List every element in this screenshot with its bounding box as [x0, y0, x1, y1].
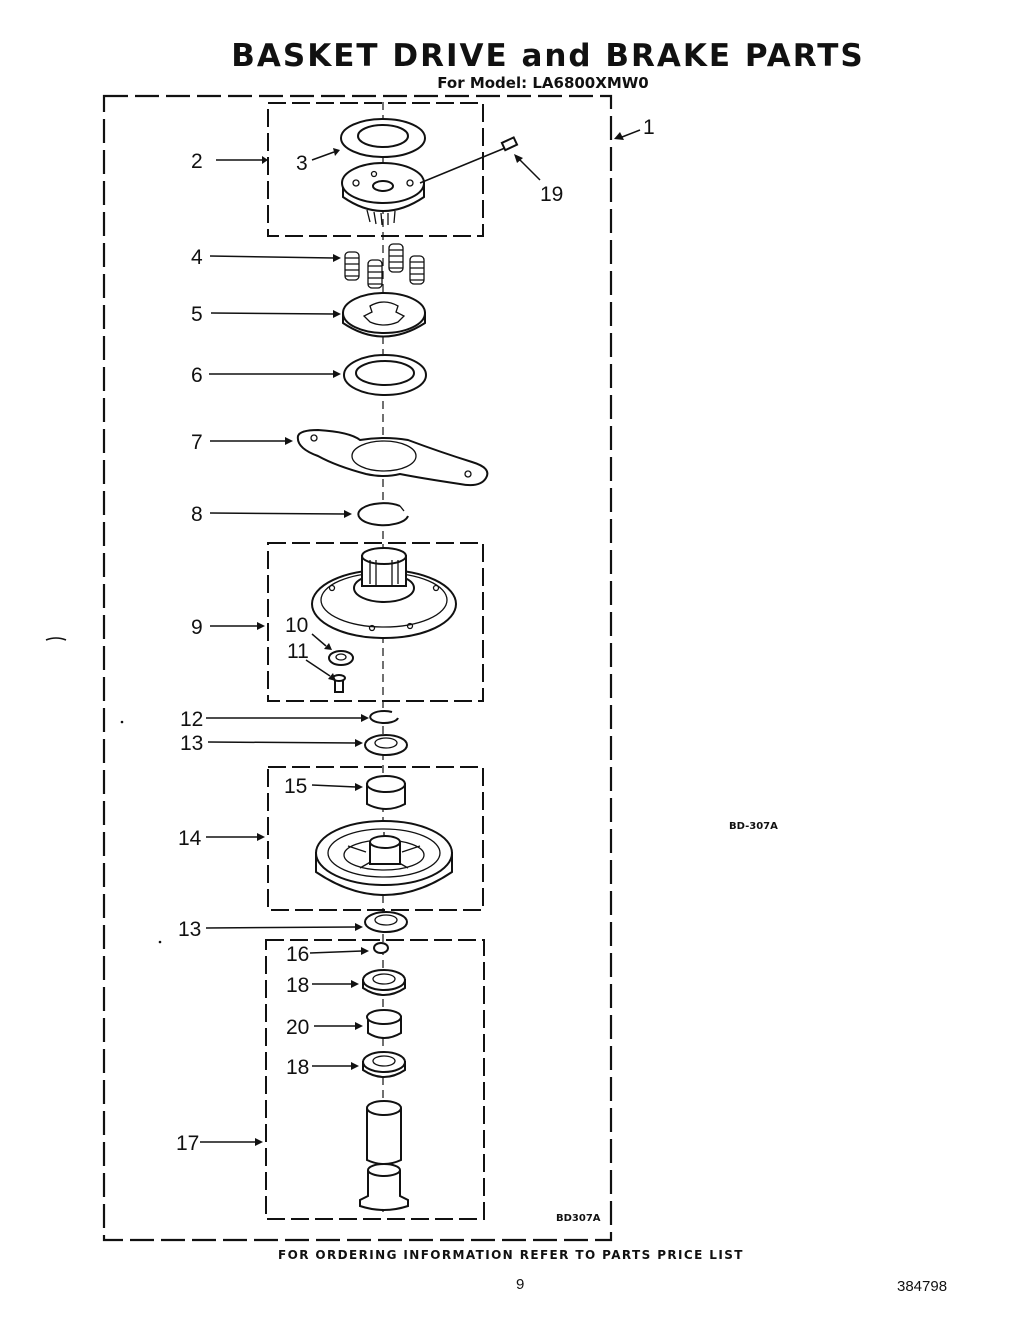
callout-labels: 1 2 3 4 5 6 7 8 9 10 11 12 13 14 15 13 1… [176, 116, 655, 1155]
group-box-14 [267, 766, 484, 911]
part-pulley [315, 820, 453, 896]
ordering-note: FOR ORDERING INFORMATION REFER TO PARTS … [278, 1248, 744, 1262]
part-brake-rotor-hub [341, 162, 425, 226]
callout-13-lower: 13 [178, 918, 201, 941]
callout-15: 15 [284, 775, 307, 798]
group-box-2 [267, 102, 484, 237]
part-bearing-lower [362, 1051, 406, 1078]
callout-14: 14 [178, 827, 202, 850]
callout-2: 2 [191, 150, 203, 173]
part-brake-bracket [296, 428, 489, 487]
part-pin [419, 136, 519, 184]
page-number: 9 [516, 1276, 525, 1293]
scan-mark [45, 637, 67, 641]
part-cam-plate [342, 292, 426, 338]
callout-3: 3 [296, 152, 308, 175]
callout-11: 11 [287, 640, 309, 663]
part-retaining-ring [369, 709, 399, 724]
callout-1: 1 [643, 116, 655, 139]
part-snap-ring [357, 502, 409, 527]
part-washer [340, 118, 426, 158]
box-code: BD307A [556, 1213, 601, 1224]
part-nut [328, 650, 354, 666]
callout-20: 20 [286, 1016, 309, 1039]
group-box-17 [265, 939, 485, 1220]
callout-16: 16 [286, 943, 309, 966]
part-bearing-upper [362, 969, 406, 996]
callout-12: 12 [180, 708, 203, 731]
callout-5: 5 [191, 303, 203, 326]
part-brake-drum [311, 547, 457, 639]
part-pulley-bushing [366, 775, 406, 810]
callout-6: 6 [191, 364, 203, 387]
group-box-9 [267, 542, 484, 702]
callout-8: 8 [191, 503, 203, 526]
part-brake-lining-ring [343, 354, 427, 396]
callout-7: 7 [191, 431, 203, 454]
part-thrust-washer [364, 734, 408, 756]
assembly-frame [102, 94, 613, 1242]
callout-18: 18 [286, 974, 309, 997]
callout-19: 19 [540, 183, 563, 206]
callout-4: 4 [191, 246, 203, 269]
part-thrust-washer-lower [364, 911, 408, 933]
callout-13: 13 [180, 732, 203, 755]
model-subtitle: For Model: LA6800XMW0 [437, 74, 649, 92]
leader-lines [200, 129, 641, 1146]
part-bolt [332, 674, 346, 693]
callout-18-lower: 18 [286, 1056, 309, 1079]
side-code: BD-307A [729, 821, 778, 832]
document-number: 384798 [897, 1278, 948, 1295]
part-clip [373, 942, 389, 954]
callout-17: 17 [176, 1132, 199, 1155]
part-drive-tube [359, 1100, 409, 1211]
callout-9: 9 [191, 616, 203, 639]
part-bearing-spacer [366, 1009, 402, 1039]
part-springs [344, 243, 425, 289]
callout-10: 10 [285, 614, 308, 637]
page-title: BASKET DRIVE and BRAKE PARTS [231, 38, 865, 74]
